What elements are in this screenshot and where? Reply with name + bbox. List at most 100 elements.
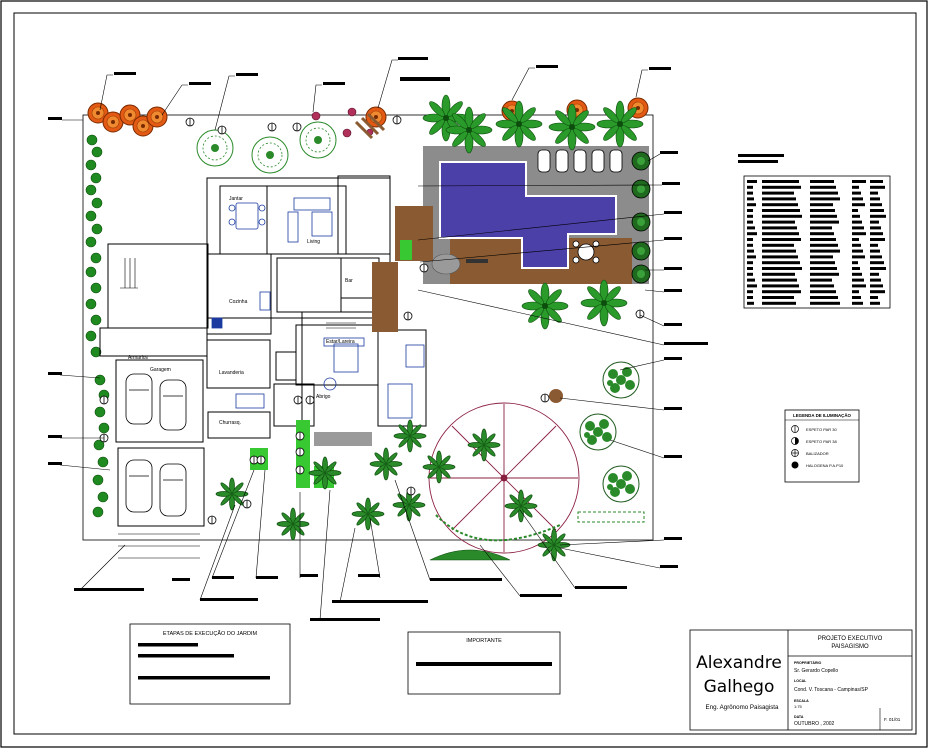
stair-lines: [118, 258, 356, 559]
table-row-bar: [762, 255, 798, 259]
table-row-bar: [852, 238, 859, 241]
table-row-bar: [870, 214, 886, 218]
table-row-bar: [810, 203, 833, 207]
table-row-bar: [852, 272, 862, 276]
entry-paving: [314, 432, 372, 446]
table-row-bar: [747, 278, 755, 282]
legend-item-1: ESPETO PAR 38: [806, 439, 838, 444]
table-row-bar: [810, 243, 838, 247]
important-title: IMPORTANTE: [466, 638, 502, 644]
table-row-bar: [762, 209, 800, 212]
table-row-bar: [852, 220, 862, 224]
legend-item-0: ESPETO PAR 30: [806, 427, 838, 432]
table-row-bar: [810, 296, 838, 299]
table-row-bar: [747, 203, 756, 207]
project-subtitle: PAISAGISMO: [831, 644, 869, 650]
stages-box: ETAPAS DE EXECUÇÃO DO JARDIM: [129, 623, 291, 705]
table-row-bar: [870, 301, 880, 305]
table-row-bar: [870, 243, 878, 247]
stages-title: ETAPAS DE EXECUÇÃO DO JARDIM: [163, 630, 258, 637]
signature-line1: Alexandre: [696, 653, 782, 673]
table-row-bar: [747, 267, 753, 270]
table-row-bar: [870, 191, 878, 195]
table-row-bar: [852, 209, 858, 212]
location-value: Cond. V. Toscana - Campinas/SP: [794, 687, 869, 693]
table-row-bar: [747, 232, 757, 236]
flower-pot: [549, 389, 563, 403]
table-row-bar: [870, 284, 883, 288]
table-row-bar: [810, 191, 838, 195]
table-row-bar: [810, 249, 840, 253]
title-block: Alexandre Galhego Eng. Agrônomo Paisagis…: [689, 629, 913, 731]
table-row-bar: [870, 278, 881, 282]
table-row-bar: [762, 226, 797, 230]
date-label: DATA: [794, 715, 804, 719]
scale-value: 1:75: [794, 704, 803, 709]
room-estar-lareira: Estar/Lareira: [326, 339, 355, 345]
table-row-bar: [762, 296, 794, 299]
table-row-bar: [747, 191, 753, 195]
table-row-bar: [762, 290, 801, 294]
room-churrasqueira: Churrasq.: [219, 420, 241, 426]
table-row-bar: [762, 232, 799, 236]
legend-item-2: BALIZADOR: [806, 451, 829, 456]
table-row-bar: [762, 272, 795, 276]
owner-label: PROPRIETÁRIO: [794, 660, 822, 665]
lower-garden-plants: [215, 361, 640, 562]
table-row-bar: [852, 232, 866, 236]
table-row-bar: [810, 278, 832, 282]
location-label: LOCAL: [794, 679, 807, 683]
sheet-number: F. 01/01: [884, 717, 901, 722]
lawn-mounds: [429, 549, 511, 561]
table-row-bar: [852, 226, 864, 230]
legend-title: LEGENDA DE ILUMINAÇÃO: [793, 413, 851, 418]
table-row-bar: [810, 209, 835, 212]
room-garagem: Garagem: [150, 367, 171, 373]
table-row-bar: [747, 296, 753, 299]
table-row-bar: [762, 214, 802, 218]
table-row-bar: [810, 272, 839, 276]
table-row-bar: [870, 261, 884, 265]
table-row-bar: [747, 243, 753, 247]
legend-item-3: HALOGENA P.A.P10: [806, 463, 844, 468]
room-cozinha: Cozinha: [229, 299, 248, 305]
species-table-rows: [747, 180, 886, 305]
table-row-bar: [747, 214, 753, 218]
table-row-bar: [870, 290, 885, 294]
table-row-bar: [810, 255, 833, 259]
signature-caption: Eng. Agrônomo Paisagista: [706, 704, 779, 711]
table-row-bar: [810, 301, 840, 305]
table-row-bar: [762, 191, 794, 195]
table-row-bar: [747, 255, 756, 259]
room-living: Living: [307, 239, 320, 245]
table-row-bar: [852, 284, 866, 288]
house-plan: [99, 175, 427, 527]
table-row-bar: [852, 301, 863, 305]
table-row-bar: [870, 232, 883, 236]
table-row-bar: [747, 290, 753, 294]
table-row-bar: [747, 301, 754, 305]
table-row-bar: [870, 272, 879, 276]
table-row-bar: [852, 191, 861, 195]
room-bar: Bar: [345, 278, 353, 284]
circular-garden: [428, 402, 580, 554]
table-row-bar: [747, 220, 753, 224]
table-row-bar: [810, 197, 840, 201]
halogen-icon: [791, 461, 799, 469]
table-row-bar: [852, 185, 859, 189]
table-row-bar: [747, 284, 757, 288]
leader-lines: [59, 59, 665, 621]
table-row-bar: [810, 290, 836, 294]
table-row-bar: [762, 238, 801, 241]
table-row-bar: [762, 185, 801, 189]
table-row-bar: [810, 232, 834, 236]
table-row-bar: [852, 290, 859, 294]
table-row-bar: [852, 255, 865, 259]
table-row-bar: [762, 261, 800, 265]
table-row-bar: [747, 197, 754, 201]
pergola-flowers: [311, 107, 374, 138]
spot-a-icon: [791, 425, 799, 433]
table-row-bar: [852, 249, 863, 253]
important-box: IMPORTANTE: [407, 631, 561, 695]
